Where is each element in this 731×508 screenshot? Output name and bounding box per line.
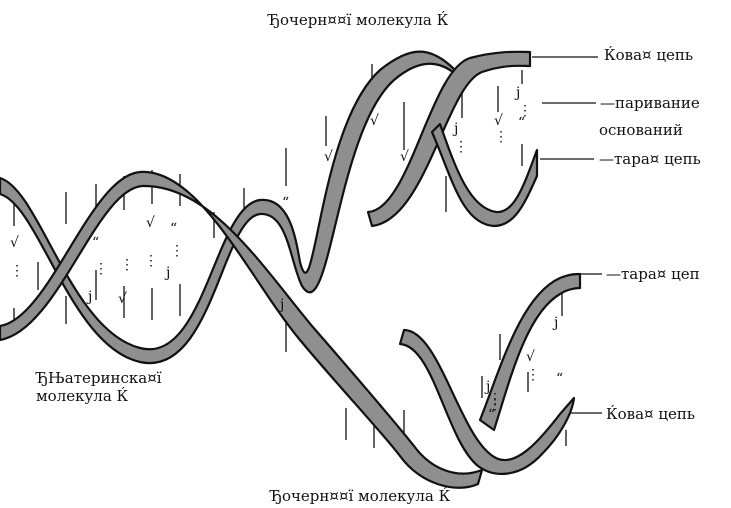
base-symbol: ⋮: [94, 261, 108, 277]
new-chain-bottom-label: Ќова¤ цепь: [606, 405, 696, 423]
base-symbol: ⋮: [526, 367, 540, 383]
label-leader-lines: [532, 56, 602, 414]
base-symbol: ⋮: [494, 129, 508, 145]
base-symbol: j: [166, 265, 171, 281]
base-symbol: √: [370, 113, 379, 129]
parent-strand-b: [0, 170, 484, 489]
base-symbol: ⋮: [454, 139, 468, 155]
base-symbol: “: [170, 221, 178, 237]
base-symbol: ⋮: [144, 253, 158, 269]
bottom-daughter-new-strand: [478, 272, 582, 432]
base-symbol: √: [146, 215, 155, 231]
base-symbol: j: [516, 85, 521, 101]
old-chain-bottom-label: —тара¤ цеп: [606, 265, 700, 283]
base-symbol: √: [324, 149, 333, 165]
base-symbol: j: [554, 315, 559, 331]
base-pairing-label-line2: оснований: [599, 121, 683, 139]
base-symbol: √: [118, 291, 127, 307]
base-symbol: j: [486, 379, 491, 395]
old-chain-top-label: —тара¤ цепь: [599, 150, 701, 168]
base-symbol: ⋮: [10, 263, 24, 279]
bottom-daughter-old-strand: [398, 328, 576, 475]
strand-ribbons: [0, 50, 582, 489]
base-symbol: √: [10, 235, 19, 251]
base-symbol: “: [518, 115, 526, 131]
base-pairing-label-line1: —паривание: [600, 94, 700, 112]
top-daughter-old-strand: [430, 122, 539, 228]
base-symbol: j: [454, 121, 459, 137]
base-symbol: ⋮: [518, 103, 532, 119]
base-symbol: √: [526, 349, 535, 365]
top-daughter-new-strand: [366, 50, 532, 228]
base-symbol: √: [400, 149, 409, 165]
new-chain-top-label: Ќова¤ цепь: [604, 46, 694, 64]
daughter-molecule-bottom-label: Ђочерн¤¤ї молекула Ќ: [270, 487, 451, 505]
base-symbol: “: [92, 235, 100, 251]
base-symbol: ⋮: [170, 243, 184, 259]
base-symbol: √: [494, 113, 503, 129]
parent-molecule-label-line2: молекула Ќ: [36, 387, 129, 405]
base-symbol: ⋮: [120, 257, 134, 273]
daughter-molecule-top-label: Ђочерн¤¤ї молекула Ќ: [268, 11, 449, 29]
base-symbol: j: [280, 297, 285, 313]
base-symbol: j: [88, 289, 93, 305]
base-symbol: ⋮: [488, 391, 502, 407]
base-symbol: “: [488, 407, 496, 423]
parent-molecule-label-line1: ЂЊатеринска¤ї: [36, 369, 162, 387]
base-symbol: “: [556, 371, 564, 387]
base-symbol: “: [282, 195, 290, 211]
base-symbol: ⋮: [488, 397, 502, 413]
